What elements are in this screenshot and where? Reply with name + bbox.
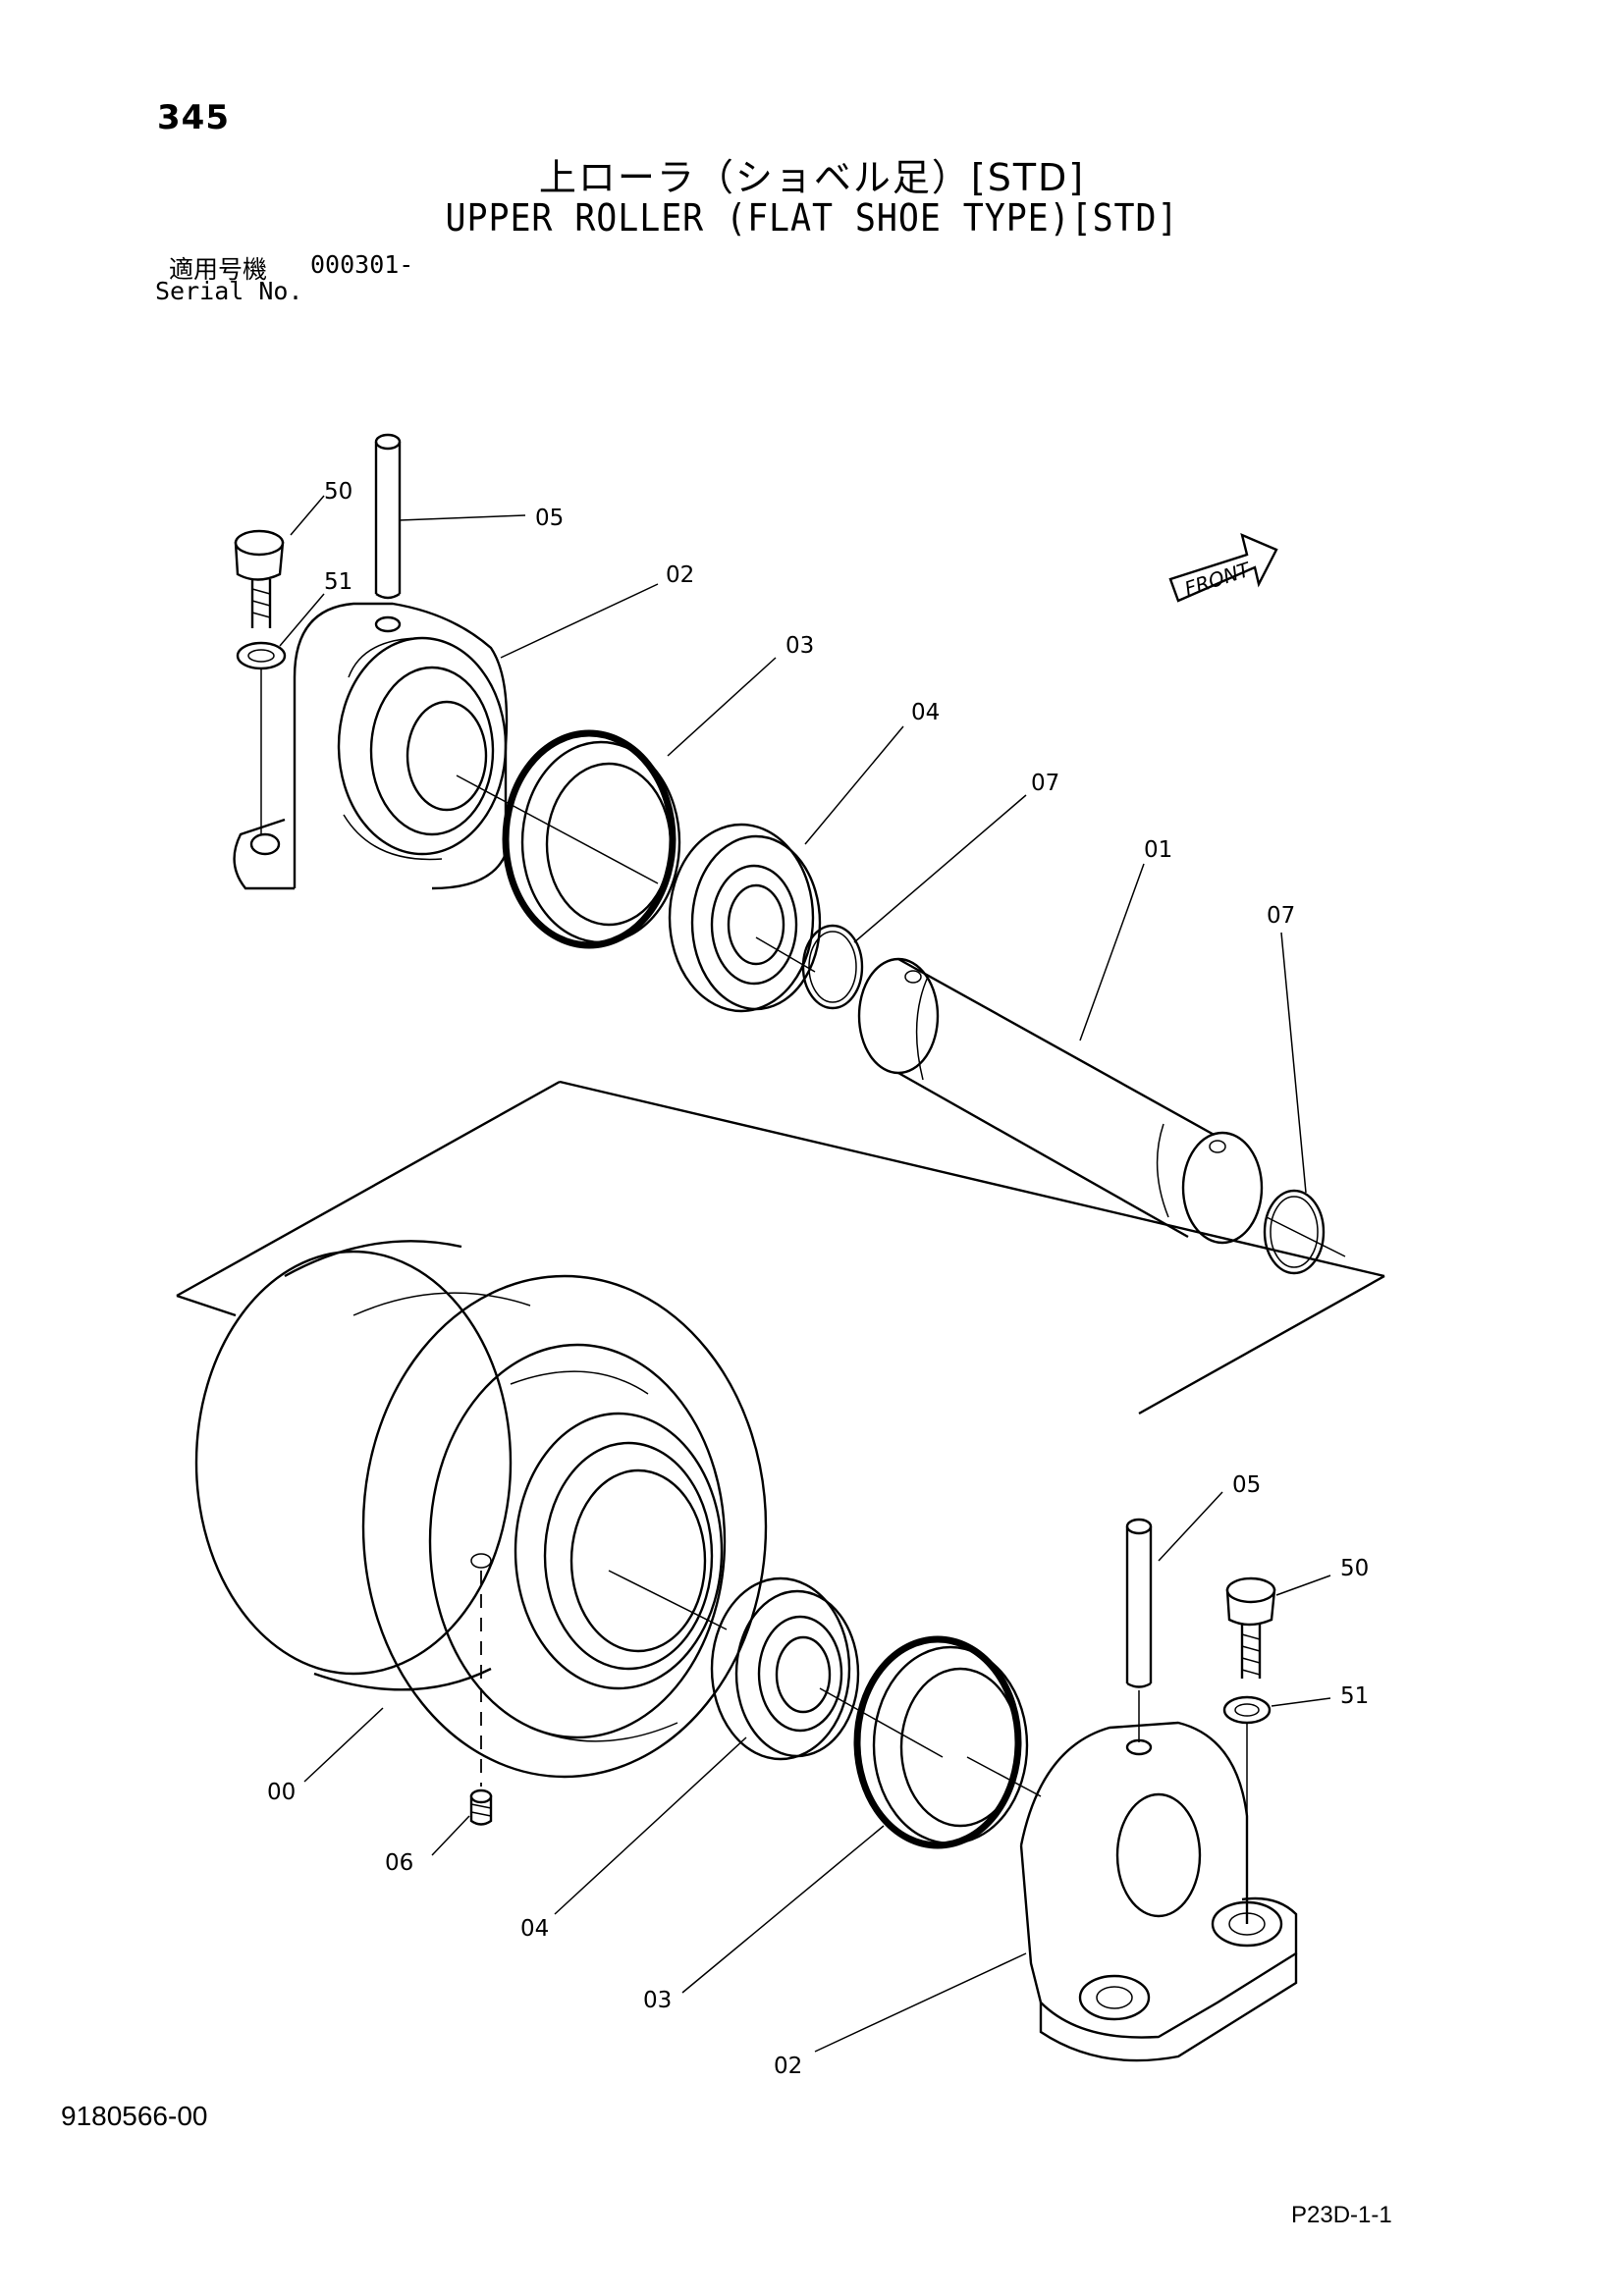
callout-07-b: 07 [1267, 903, 1295, 929]
callout-05-top: 05 [535, 506, 564, 531]
bracket-02-bottom [1019, 1721, 1298, 2062]
shaft-01 [857, 957, 1264, 1245]
callout-51-top: 51 [324, 569, 352, 595]
callout-50-bottom: 50 [1340, 1556, 1369, 1581]
bolt-50-bottom [1225, 1576, 1276, 1679]
bracket-02-top [233, 602, 509, 890]
callout-07-a: 07 [1031, 771, 1059, 796]
roller-00 [194, 1240, 768, 1779]
exploded-view-plane [176, 1080, 1385, 1415]
pin-05-top [374, 433, 402, 600]
snap-ring-07-b [1263, 1189, 1326, 1275]
serial-range: 000301- [310, 250, 414, 279]
callout-03-bottom: 03 [643, 1988, 672, 2013]
washer-51-top [236, 641, 287, 670]
callout-06: 06 [385, 1850, 413, 1876]
callout-01: 01 [1144, 837, 1172, 863]
callout-04-bottom: 04 [520, 1916, 549, 1942]
title-japanese: 上ローラ（ショベル足）[STD] [538, 156, 1086, 199]
bearing-04-bottom [710, 1576, 860, 1761]
bearing-04-top [668, 823, 822, 1013]
figure-code: P23D-1-1 [1291, 2202, 1392, 2228]
page-number: 345 [157, 98, 230, 137]
callout-04-top: 04 [911, 700, 940, 725]
callout-labels: 05 50 51 02 03 04 07 01 07 05 50 51 00 0… [267, 479, 1369, 2079]
document-number: 9180566-00 [61, 2101, 208, 2131]
seal-03-top [502, 729, 681, 949]
pin-05-bottom [1125, 1518, 1153, 1742]
title-english: UPPER ROLLER (FLAT SHOE TYPE)[STD] [445, 196, 1179, 240]
plug-06 [469, 1571, 493, 1826]
leader-lines [279, 495, 1331, 2053]
callout-05-bottom: 05 [1232, 1472, 1261, 1498]
serial-label-japanese: 適用号機 [169, 255, 268, 284]
axis-lines [260, 668, 1346, 1797]
callout-03-top: 03 [785, 633, 814, 659]
front-arrow-icon: FRONT [1168, 532, 1278, 603]
callout-00: 00 [267, 1780, 296, 1805]
bolt-50-top [234, 529, 285, 628]
serial-label-english: Serial No. [155, 277, 303, 305]
callout-02-top: 02 [666, 562, 694, 588]
callout-02-bottom: 02 [774, 2054, 802, 2079]
callout-50-top: 50 [324, 479, 352, 505]
seal-03-bottom [853, 1635, 1029, 1849]
callout-51-bottom: 51 [1340, 1683, 1369, 1709]
snap-ring-07-a [801, 924, 864, 1010]
